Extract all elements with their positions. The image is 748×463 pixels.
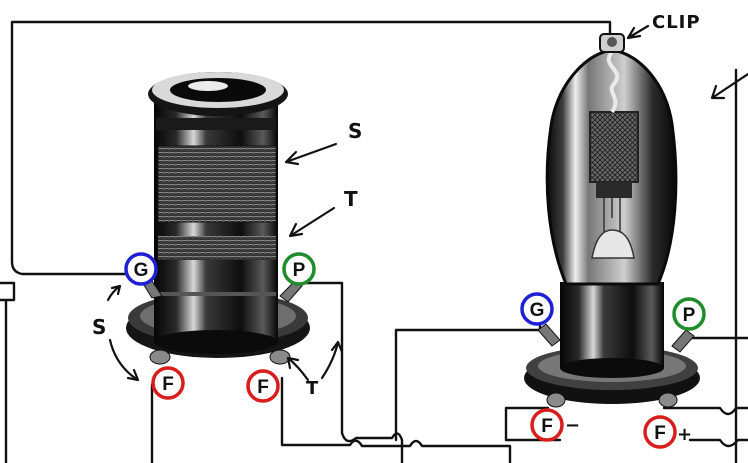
coil-fil-left-letter: F: [162, 374, 174, 395]
tube-pin-grid: [537, 323, 561, 347]
wire-tube-grid: [394, 320, 542, 442]
arrow-side-s-up: [106, 284, 122, 302]
wire-left-edge: [0, 281, 16, 463]
tube-pin-plate: [671, 329, 695, 353]
tube-plate-marker: P: [672, 297, 706, 331]
arrow-tickler-bottom-up: [320, 340, 344, 380]
coil-fil-right-letter: F: [257, 377, 269, 398]
label-tickler: T: [344, 187, 358, 211]
arrow-tickler-bottom: [286, 356, 310, 382]
tube-pin-fil-plus: [658, 392, 678, 408]
label-clip: CLIP: [652, 12, 701, 33]
vacuum-tube: [524, 33, 700, 408]
tube-fil-minus-sign: −: [565, 415, 580, 436]
arrow-secondary: [284, 142, 338, 166]
wire-coil-fil-right: [280, 376, 512, 463]
label-secondary-side: S: [92, 315, 106, 339]
tube-fil-plus-letter: F: [654, 423, 666, 444]
coil-plate-letter: P: [293, 260, 306, 281]
tube-grid-marker: G: [520, 292, 554, 326]
arrow-tickler: [288, 206, 336, 238]
tube-plate-letter: P: [683, 305, 696, 326]
arrow-side-s-down: [108, 338, 140, 382]
coil-fil-left-marker: F: [151, 366, 185, 400]
label-secondary: S: [348, 119, 362, 143]
tube-fil-minus-letter: F: [541, 416, 553, 437]
coil-fil-right-marker: F: [246, 369, 280, 403]
tube-grid-letter: G: [530, 300, 545, 321]
wire-tube-fil-minus: [504, 406, 562, 442]
pointer-arrows: [106, 24, 748, 382]
tube-fil-minus-marker: F −: [530, 408, 580, 442]
tube-top-cap: [599, 33, 625, 53]
coil-pin-fil-right: [269, 349, 291, 365]
label-tickler-bottom: T: [306, 378, 319, 399]
coil-grid-letter: G: [134, 260, 149, 281]
arrow-tube: [710, 72, 748, 100]
tube-fil-plus-marker: F +: [643, 415, 692, 449]
coil-plate-marker: P: [282, 252, 316, 286]
tube-pin-fil-minus: [546, 392, 566, 408]
coil-assembly: [126, 72, 310, 365]
arrow-clip: [626, 24, 650, 40]
tube-fil-plus-sign: +: [677, 424, 692, 445]
wire-coil-plate: [298, 281, 404, 463]
coil-pin-fil-left: [149, 349, 171, 365]
coil-grid-marker: G: [124, 252, 158, 286]
